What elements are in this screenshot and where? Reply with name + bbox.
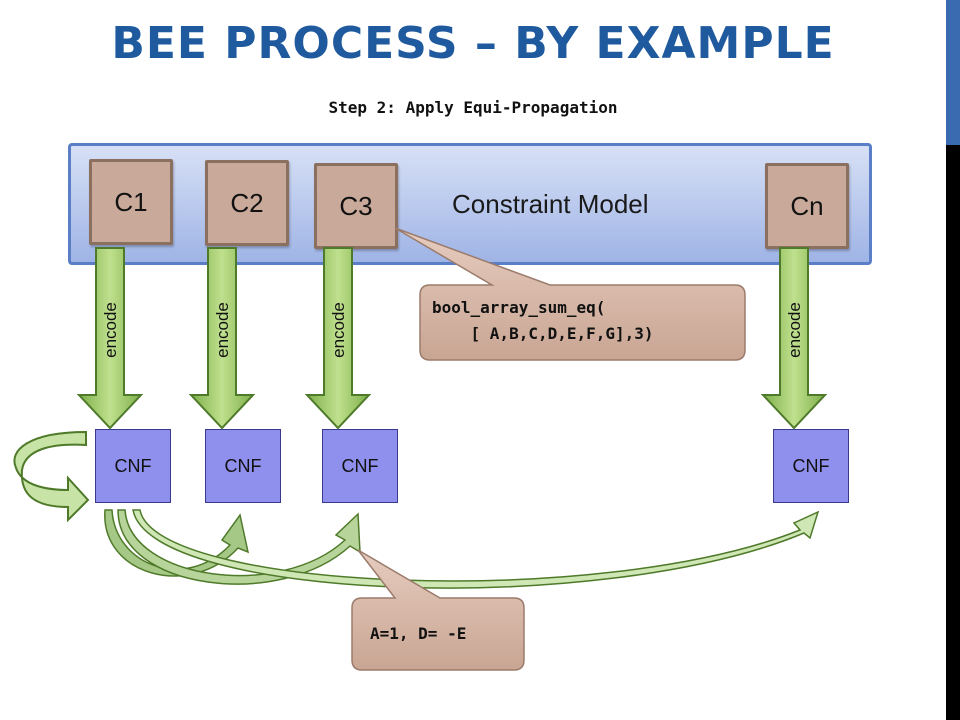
- constraint-c2: C2: [205, 160, 289, 246]
- constraint-c1: C1: [89, 159, 173, 245]
- accent-bar-top: [946, 0, 960, 145]
- constraint-callout-line1: bool_array_sum_eq(: [432, 298, 606, 317]
- encode-arrow-2: [188, 247, 256, 430]
- result-callout: [351, 549, 525, 671]
- cnf-box-3: CNF: [322, 429, 398, 503]
- accent-bar-bottom: [946, 145, 960, 720]
- encode-label-1: encode: [101, 302, 120, 358]
- self-loop-arrow: [13, 430, 90, 523]
- encode-arrow-n: [760, 247, 828, 430]
- constraint-model-label: Constraint Model: [452, 189, 649, 219]
- slide-subtitle: Step 2: Apply Equi-Propagation: [328, 98, 618, 117]
- encode-label-2: encode: [213, 302, 232, 358]
- cnf-box-2: CNF: [205, 429, 281, 503]
- encode-label-3: encode: [329, 302, 348, 358]
- encode-arrow-3: [304, 247, 372, 430]
- propagation-arrow-to-cnfn: [132, 509, 820, 589]
- constraint-callout-line2: [ A,B,C,D,E,F,G],3): [432, 324, 654, 343]
- constraint-callout: [394, 227, 746, 361]
- slide-title: BEE PROCESS – BY EXAMPLE: [111, 18, 835, 69]
- cnf-box-n: CNF: [773, 429, 849, 503]
- constraint-c3: C3: [314, 163, 398, 249]
- encode-label-n: encode: [785, 302, 804, 358]
- cnf-box-1: CNF: [95, 429, 171, 503]
- result-callout-text: A=1, D= -E: [370, 624, 467, 643]
- encode-arrow-1: [76, 247, 144, 430]
